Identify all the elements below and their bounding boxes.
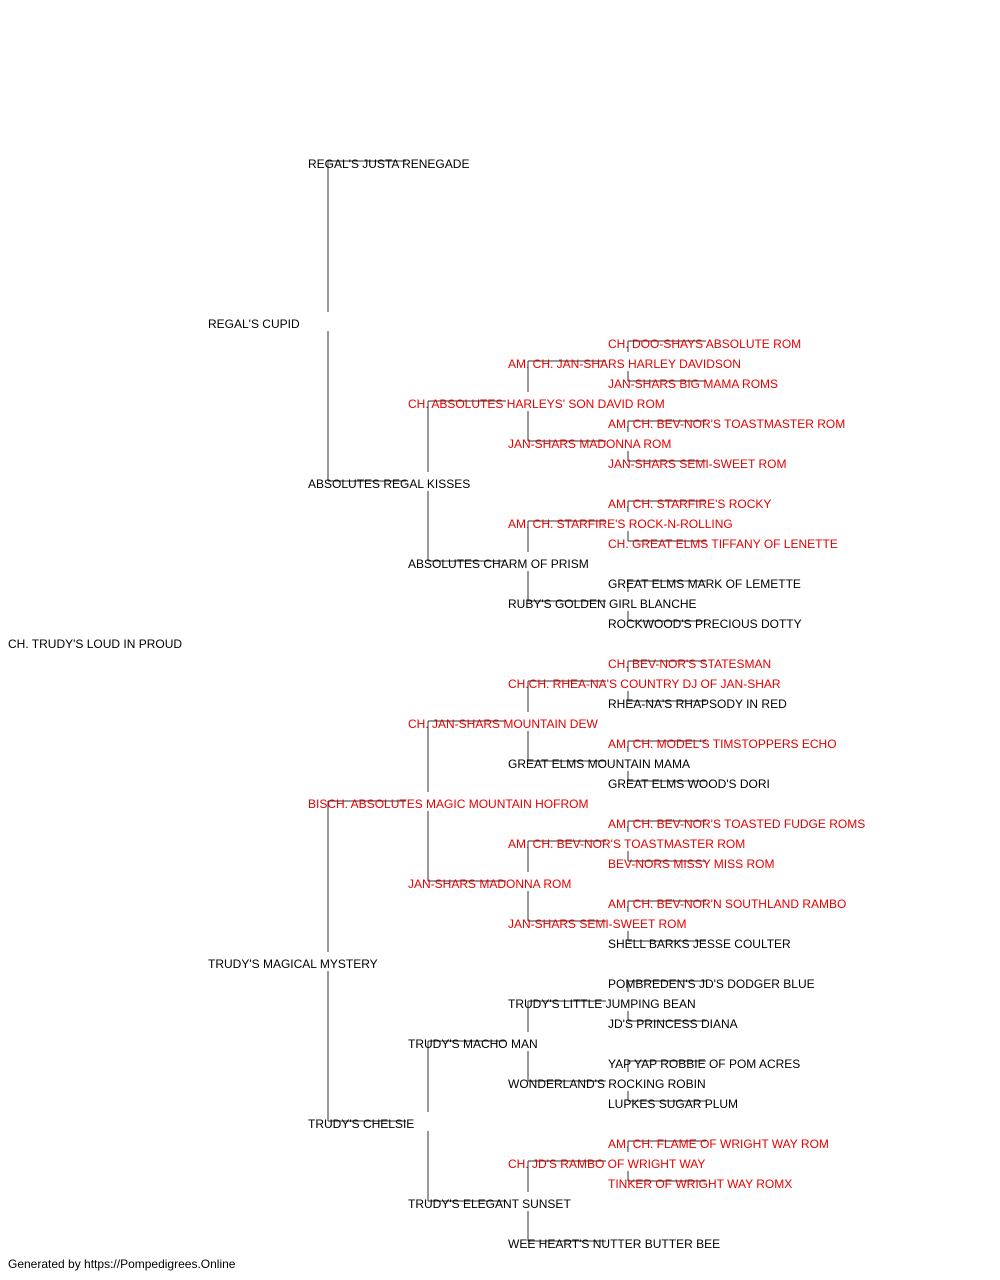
dog-name-sire-dam-sire: CH. ABSOLUTES HARLEYS' SON DAVID ROM xyxy=(408,397,665,411)
dog-name-dam-dam-dam-sire-dam: TINKER OF WRIGHT WAY ROMX xyxy=(608,1177,792,1191)
dog-name-dam-sire-dam-sire: AM. CH. BEV-NOR'S TOASTMASTER ROM xyxy=(508,837,745,851)
dog-name-dam-sire-dam-dam-sire: AM. CH. BEV-NOR'N SOUTHLAND RAMBO xyxy=(608,897,846,911)
dog-name-dam-sire-sire: CH. JAN-SHARS MOUNTAIN DEW xyxy=(408,717,598,731)
dog-name-dam-dam: TRUDY'S CHELSIE xyxy=(308,1117,414,1131)
dog-name-sire-dam-dam-dam: RUBY'S GOLDEN GIRL BLANCHE xyxy=(508,597,697,611)
dog-name-sire-dam-sire-sire: AM. CH. JAN-SHARS HARLEY DAVIDSON xyxy=(508,357,741,371)
dog-name-sire-dam-sire-sire-dam: JAN-SHARS BIG MAMA ROMS xyxy=(608,377,778,391)
pedigree-connectors xyxy=(327,160,706,1242)
dog-name-subject: CH. TRUDY'S LOUD IN PROUD xyxy=(8,637,182,651)
dog-name-sire-dam-sire-dam-sire: AM. CH. BEV-NOR'S TOASTMASTER ROM xyxy=(608,417,845,431)
dog-name-dam-sire-sire-sire-dam: RHEA-NA'S RHAPSODY IN RED xyxy=(608,697,787,711)
dog-name-dam-dam-dam-sire-sire: AM. CH. FLAME OF WRIGHT WAY ROM xyxy=(608,1137,829,1151)
dog-name-dam-sire-dam-sire-dam: BEV-NORS MISSY MISS ROM xyxy=(608,857,774,871)
dog-name-dam-sire-sire-sire: CH.CH. RHEA-NA'S COUNTRY DJ OF JAN-SHAR xyxy=(508,677,781,691)
dog-name-sire-dam-dam-sire-sire: AM. CH. STARFIRE'S ROCKY xyxy=(608,497,771,511)
dog-name-sire-dam: ABSOLUTES REGAL KISSES xyxy=(308,477,470,491)
footer-credit: Generated by https://Pompedigrees.Online xyxy=(8,1257,236,1271)
dog-name-dam: TRUDY'S MAGICAL MYSTERY xyxy=(208,957,378,971)
dog-name-sire-dam-dam-sire: AM. CH. STARFIRE'S ROCK-N-ROLLING xyxy=(508,517,733,531)
dog-name-dam-sire: BISCH. ABSOLUTES MAGIC MOUNTAIN HOFROM xyxy=(308,797,588,811)
dog-name-dam-dam-sire: TRUDY'S MACHO MAN xyxy=(408,1037,538,1051)
dog-name-dam-dam-sire-sire-dam: JD'S PRINCESS DIANA xyxy=(608,1017,738,1031)
dog-name-dam-dam-sire-sire: TRUDY'S LITTLE JUMPING BEAN xyxy=(508,997,696,1011)
dog-name-dam-sire-dam-dam: JAN-SHARS SEMI-SWEET ROM xyxy=(508,917,686,931)
dog-name-sire-dam-dam-dam-dam: ROCKWOOD'S PRECIOUS DOTTY xyxy=(608,617,802,631)
dog-name-dam-dam-sire-dam-sire: YAP YAP ROBBIE OF POM ACRES xyxy=(608,1057,800,1071)
dog-name-sire-dam-sire-sire-sire: CH. DOO-SHAYS ABSOLUTE ROM xyxy=(608,337,801,351)
dog-name-sire-sire: REGAL'S JUSTA RENEGADE xyxy=(308,157,469,171)
dog-name-dam-dam-dam: TRUDY'S ELEGANT SUNSET xyxy=(408,1197,571,1211)
dog-name-dam-dam-dam-sire: CH. JD'S RAMBO OF WRIGHT WAY xyxy=(508,1157,705,1171)
dog-name-dam-sire-dam: JAN-SHARS MADONNA ROM xyxy=(408,877,571,891)
dog-name-sire: REGAL'S CUPID xyxy=(208,317,300,331)
dog-name-dam-sire-sire-dam-sire: AM. CH. MODEL'S TIMSTOPPERS ECHO xyxy=(608,737,837,751)
dog-name-dam-dam-sire-dam: WONDERLAND'S ROCKING ROBIN xyxy=(508,1077,706,1091)
dog-name-dam-dam-sire-sire-sire: POMBREDEN'S JD'S DODGER BLUE xyxy=(608,977,815,991)
dog-name-dam-dam-sire-dam-dam: LUPKES SUGAR PLUM xyxy=(608,1097,738,1111)
dog-name-dam-dam-dam-dam: WEE HEART'S NUTTER BUTTER BEE xyxy=(508,1237,720,1251)
dog-name-sire-dam-dam: ABSOLUTES CHARM OF PRISM xyxy=(408,557,589,571)
dog-name-dam-sire-dam-dam-dam: SHELL BARKS JESSE COULTER xyxy=(608,937,791,951)
dog-name-dam-sire-sire-sire-sire: CH. BEV-NOR'S STATESMAN xyxy=(608,657,771,671)
dog-name-dam-sire-dam-sire-sire: AM. CH. BEV-NOR'S TOASTED FUDGE ROMS xyxy=(608,817,865,831)
dog-name-sire-dam-dam-dam-sire: GREAT ELMS MARK OF LEMETTE xyxy=(608,577,801,591)
dog-name-sire-dam-sire-dam-dam: JAN-SHARS SEMI-SWEET ROM xyxy=(608,457,786,471)
pedigree-names: CH. TRUDY'S LOUD IN PROUD REGAL'S CUPID RE… xyxy=(8,157,865,1251)
dog-name-sire-dam-sire-dam: JAN-SHARS MADONNA ROM xyxy=(508,437,671,451)
dog-name-sire-dam-dam-sire-dam: CH. GREAT ELMS TIFFANY OF LENETTE xyxy=(608,537,838,551)
dog-name-dam-sire-sire-dam-dam: GREAT ELMS WOOD'S DORI xyxy=(608,777,770,791)
dog-name-dam-sire-sire-dam: GREAT ELMS MOUNTAIN MAMA xyxy=(508,757,690,771)
